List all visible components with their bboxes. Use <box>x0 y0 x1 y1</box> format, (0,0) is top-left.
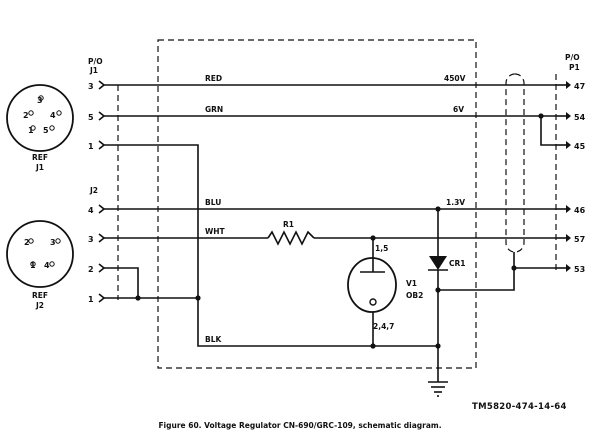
left-pin-number: 1 <box>88 295 94 304</box>
right-pin-number: 46 <box>574 206 586 215</box>
wiring <box>104 84 556 382</box>
p1-header-sub: P1 <box>569 63 580 72</box>
j1-connector-face: 3 2 4 1 5 <box>6 84 74 152</box>
j2-face-pin: 2 <box>24 238 30 247</box>
j2-face-pin: 3 <box>50 238 56 247</box>
v1-type: OB2 <box>406 291 423 300</box>
right-pin-number: 47 <box>574 82 585 91</box>
left-pin-number: 2 <box>88 265 94 274</box>
right-pin-number: 54 <box>574 113 586 122</box>
right-pin-number: 45 <box>574 142 586 151</box>
wire-label-wht: WHT <box>205 227 226 236</box>
j1-face-pin: 2 <box>23 111 29 120</box>
figure-caption: Figure 60. Voltage Regulator CN-690/GRC-… <box>158 421 442 430</box>
left-pin-number: 1 <box>88 142 94 151</box>
v1-bottom-pins: 2,4,7 <box>373 322 394 331</box>
junction-dots <box>135 113 544 349</box>
wire-label-grn: GRN <box>205 105 223 114</box>
ref-j1-sub: J1 <box>35 163 44 172</box>
wire-label-blu: BLU <box>205 198 221 207</box>
ground-icon <box>428 381 448 397</box>
right-pin-arrows <box>556 81 571 272</box>
left-pin-chevrons <box>98 80 106 303</box>
v1-name: V1 <box>406 279 417 288</box>
j2-connector-face: 2 3 1 4 <box>6 220 74 288</box>
ref-j1-label: REF <box>32 153 48 162</box>
j1-header: P/O <box>88 57 103 66</box>
v1-top-pins: 1,5 <box>375 244 388 253</box>
shielded-cable <box>505 73 525 253</box>
right-pin-number: 53 <box>574 265 585 274</box>
left-pin-number: 3 <box>88 235 94 244</box>
right-pin-number: 57 <box>574 235 585 244</box>
r1-resistor <box>267 230 315 246</box>
wire-label-blk: BLK <box>205 335 222 344</box>
j1-face-pin: 4 <box>50 111 56 120</box>
unit-enclosure <box>157 39 477 369</box>
j1-face-pin: 3 <box>37 96 43 105</box>
p1-header: P/O <box>565 53 580 62</box>
voltage-450v: 450V <box>444 74 466 83</box>
voltage-6v: 6V <box>453 105 464 114</box>
j2-face-pin: 4 <box>44 261 50 270</box>
voltage-1-3v: 1.3V <box>446 198 465 207</box>
left-pin-number: 3 <box>88 82 94 91</box>
tm-number: TM5820-474-14-64 <box>472 402 567 412</box>
left-pin-number: 4 <box>88 206 94 215</box>
ref-j2-sub: J2 <box>35 301 44 310</box>
wire-label-red: RED <box>205 74 222 83</box>
j2-header: J2 <box>89 186 98 195</box>
j1-face-pin: 1 <box>28 126 34 135</box>
cr1-label: CR1 <box>449 259 466 268</box>
r1-label: R1 <box>283 220 294 229</box>
v1-tube <box>347 257 397 313</box>
cr1-diode <box>428 256 448 271</box>
ref-j2-label: REF <box>32 291 48 300</box>
j1-face-pin: 5 <box>43 126 49 135</box>
left-pin-number: 5 <box>88 113 94 122</box>
j2-face-pin: 1 <box>30 261 36 270</box>
j1-header-sub: J1 <box>89 66 98 75</box>
